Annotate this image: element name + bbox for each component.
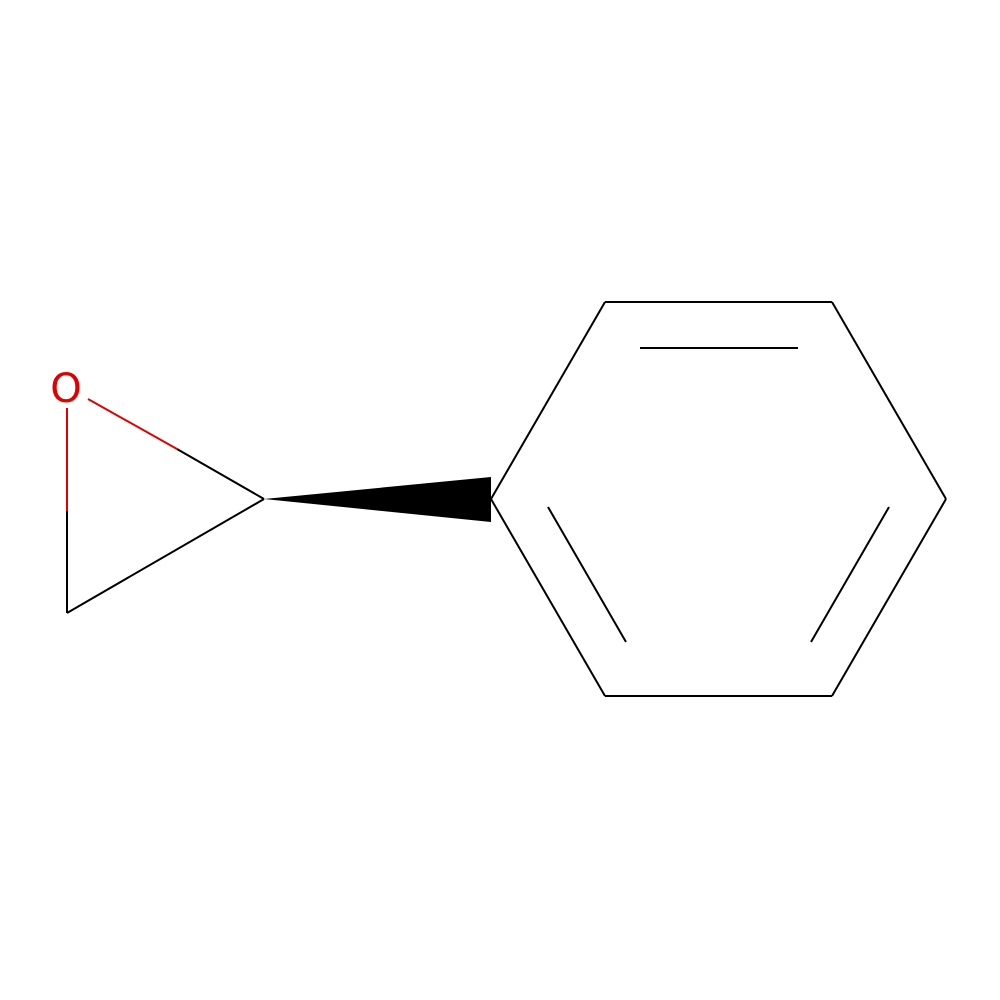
bond-ar3-ar4 — [831, 301, 947, 500]
bond-ar6-ar1 — [490, 498, 606, 697]
atom-label-oxygen: O — [50, 366, 81, 412]
double-bond-inner-ar4-ar5 — [810, 506, 890, 643]
bond-c_ch2-c_ch — [66, 498, 265, 614]
epoxide-ring: O — [50, 366, 265, 614]
bond-ar4-ar5 — [831, 498, 947, 697]
phenyl-ring — [490, 301, 947, 697]
bond-ar1-ar2 — [490, 301, 606, 500]
double-bond-inner-ar6-ar1 — [547, 506, 627, 643]
bond-o1-c_ch — [87, 398, 265, 500]
wedge-bond-c_ch-ar1 — [264, 477, 491, 522]
